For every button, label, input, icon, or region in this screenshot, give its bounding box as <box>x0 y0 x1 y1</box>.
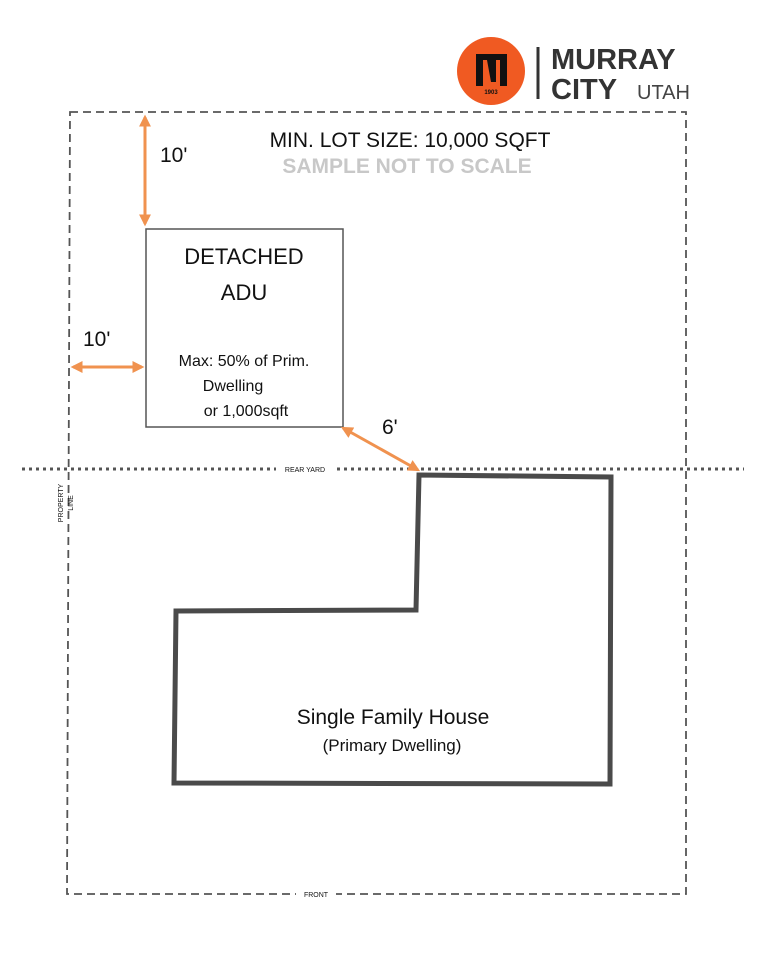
property-line <box>66 111 687 895</box>
murray-city-logo: 1903 MURRAY CITY UTAH <box>457 37 690 106</box>
adu-box <box>145 228 344 428</box>
property-line-label-2: LINE <box>68 495 75 511</box>
lot-size-label: MIN. LOT SIZE: 10,000 SQFT <box>270 129 551 152</box>
adu-title-line1: DETACHED <box>184 244 303 269</box>
side-setback-label: 10' <box>83 328 110 351</box>
logo-city-line1: MURRAY <box>551 44 676 76</box>
separation-arrow <box>340 426 421 472</box>
adu-limit-line3: or 1,000sqft <box>204 403 289 420</box>
logo-city-line2: CITY <box>551 74 617 106</box>
adu-limit-line1: Max: 50% of Prim. <box>179 353 310 370</box>
logo-state: UTAH <box>637 82 690 104</box>
adu-limit-line2: Dwelling <box>203 378 263 395</box>
rear-setback-label: 10' <box>160 144 187 167</box>
adu-title-line2: ADU <box>221 280 267 305</box>
rear-yard-label: REAR YARD <box>285 467 325 474</box>
front-label-bg <box>296 888 336 900</box>
property-line-label: PROPERTY LINE <box>58 483 75 522</box>
separation-label: 6' <box>382 416 398 439</box>
house-title: Single Family House <box>297 706 490 729</box>
house-subtitle: (Primary Dwelling) <box>323 736 462 755</box>
scale-note: SAMPLE NOT TO SCALE <box>282 155 531 178</box>
house-footprint <box>171 472 614 787</box>
property-line-label-1: PROPERTY <box>58 483 65 522</box>
rear-yard-label-bg <box>276 463 334 475</box>
logo-year: 1903 <box>484 90 498 96</box>
front-label: FRONT <box>304 892 329 899</box>
murray-m-icon <box>476 54 507 86</box>
